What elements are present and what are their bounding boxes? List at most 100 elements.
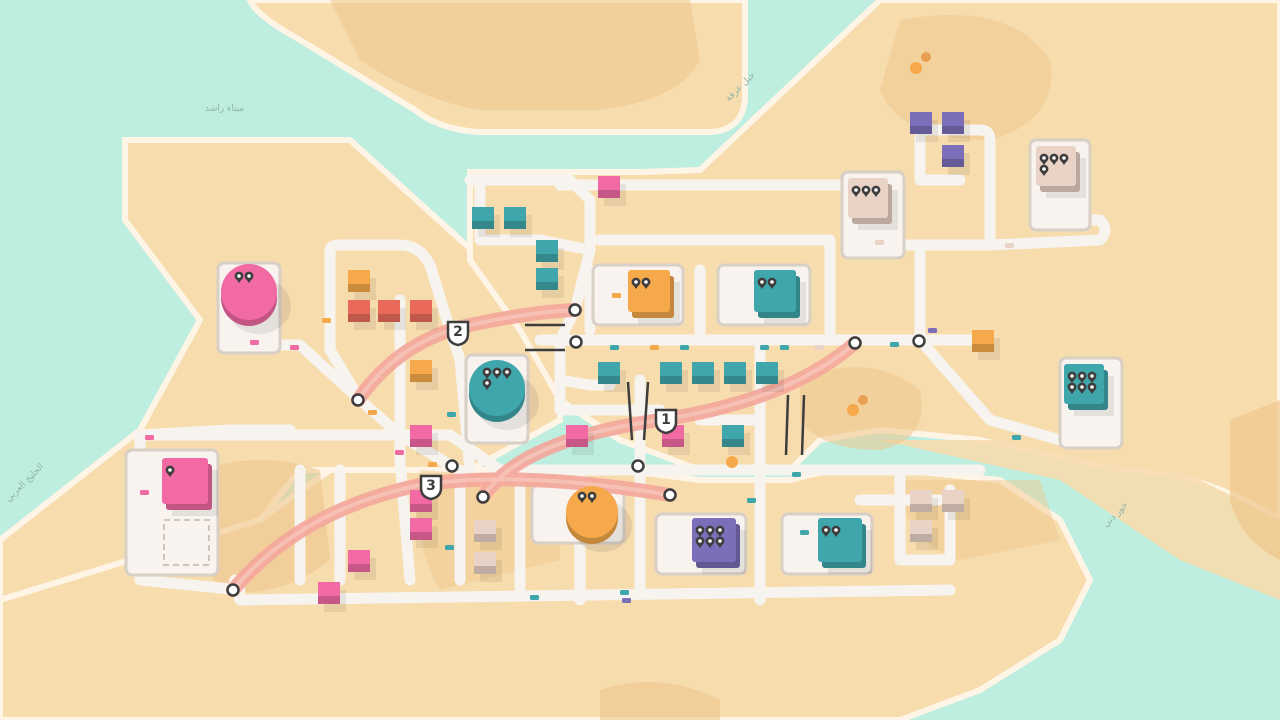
interchange-node[interactable] — [912, 334, 926, 348]
road-segment[interactable] — [984, 214, 1111, 251]
bridge-center — [626, 381, 650, 441]
house — [474, 552, 502, 582]
house — [472, 207, 500, 237]
road-segment[interactable] — [554, 374, 666, 416]
interchange-node[interactable] — [569, 335, 583, 349]
interchange-node[interactable] — [226, 583, 240, 597]
road-segment[interactable] — [324, 244, 366, 406]
car — [780, 345, 789, 350]
house — [318, 582, 346, 612]
car — [800, 530, 809, 535]
beige-destination-left — [848, 178, 898, 230]
car — [1012, 435, 1021, 440]
location-pin-icon — [1087, 382, 1097, 394]
car — [250, 340, 259, 345]
house — [348, 270, 376, 300]
location-pin-icon — [851, 185, 861, 197]
interchange-node[interactable] — [848, 336, 862, 350]
house — [910, 112, 938, 142]
location-pin-icon — [1067, 371, 1077, 383]
house — [598, 362, 626, 392]
road-segment[interactable] — [914, 124, 966, 186]
location-pin-icon — [587, 491, 597, 503]
land-top-sand — [330, 0, 700, 110]
interchange-node[interactable] — [568, 303, 582, 317]
trees — [726, 52, 931, 468]
location-pin-icon — [1087, 371, 1097, 383]
bridge-left — [525, 323, 565, 352]
location-pin-icon — [1067, 382, 1077, 394]
location-pin-icon — [695, 536, 705, 548]
house — [566, 425, 594, 455]
road-segment[interactable] — [594, 234, 836, 346]
house — [410, 518, 438, 548]
interchange-node[interactable] — [631, 459, 645, 473]
beige-destination-right — [1036, 146, 1086, 198]
location-pin-icon — [715, 536, 725, 548]
teal-square-destination-bottom — [818, 518, 872, 574]
location-pin-icon — [165, 465, 175, 477]
car — [610, 345, 619, 350]
shield-icon — [446, 320, 470, 347]
shield-icon — [654, 408, 678, 435]
cars — [140, 240, 1021, 603]
car — [928, 328, 937, 333]
interchange-node[interactable] — [351, 393, 365, 407]
car — [620, 590, 629, 595]
motorway-marker-1[interactable]: 1 — [653, 407, 679, 435]
motorway-marker-2[interactable]: 2 — [445, 319, 471, 347]
location-pin-icon — [705, 536, 715, 548]
location-pin-icon — [631, 277, 641, 289]
location-pin-icon — [821, 525, 831, 537]
car — [290, 345, 299, 350]
location-pin-icon — [831, 525, 841, 537]
location-pin-icon — [641, 277, 651, 289]
car — [1005, 243, 1014, 248]
road-segment[interactable] — [914, 124, 996, 251]
tree — [726, 456, 738, 468]
car — [760, 345, 769, 350]
house — [410, 490, 438, 520]
car — [890, 342, 899, 347]
location-pin-icon — [577, 491, 587, 503]
house — [660, 362, 688, 392]
car — [622, 598, 631, 603]
house — [536, 268, 564, 298]
pink-square-destination — [162, 458, 218, 516]
road-segment[interactable] — [134, 424, 296, 441]
road-segment[interactable] — [134, 429, 986, 476]
location-pin-icon — [715, 525, 725, 537]
house — [504, 207, 532, 237]
teal-square-destination-top — [754, 270, 806, 324]
houses — [318, 112, 1000, 612]
location-pin-icon — [757, 277, 767, 289]
motorway-marker-3[interactable]: 3 — [418, 473, 444, 501]
house — [910, 520, 938, 550]
interchange-node[interactable] — [476, 490, 490, 504]
motorway-number: 1 — [661, 412, 671, 428]
interchange-node[interactable] — [663, 488, 677, 502]
tree — [847, 404, 859, 416]
location-pin-icon — [1039, 164, 1049, 176]
location-pin-icon — [861, 185, 871, 197]
house — [348, 300, 376, 330]
road-segment[interactable] — [914, 239, 1066, 446]
road-segment[interactable] — [894, 464, 956, 566]
car — [445, 545, 454, 550]
house — [942, 490, 970, 520]
house — [410, 300, 438, 330]
interchanges[interactable] — [226, 303, 926, 597]
orange-square-destination — [628, 270, 680, 324]
land-east-strip — [880, 440, 1280, 600]
location-pin-icon — [695, 525, 705, 537]
map-label-rashid: ميناء راشد — [205, 104, 245, 114]
interchange-node[interactable] — [445, 459, 459, 473]
sand-patch-4 — [600, 682, 720, 720]
location-pin-icon — [1059, 153, 1069, 165]
location-pin-icon — [482, 378, 492, 390]
house — [942, 145, 970, 175]
location-pin-icon — [1039, 153, 1049, 165]
car — [322, 318, 331, 323]
